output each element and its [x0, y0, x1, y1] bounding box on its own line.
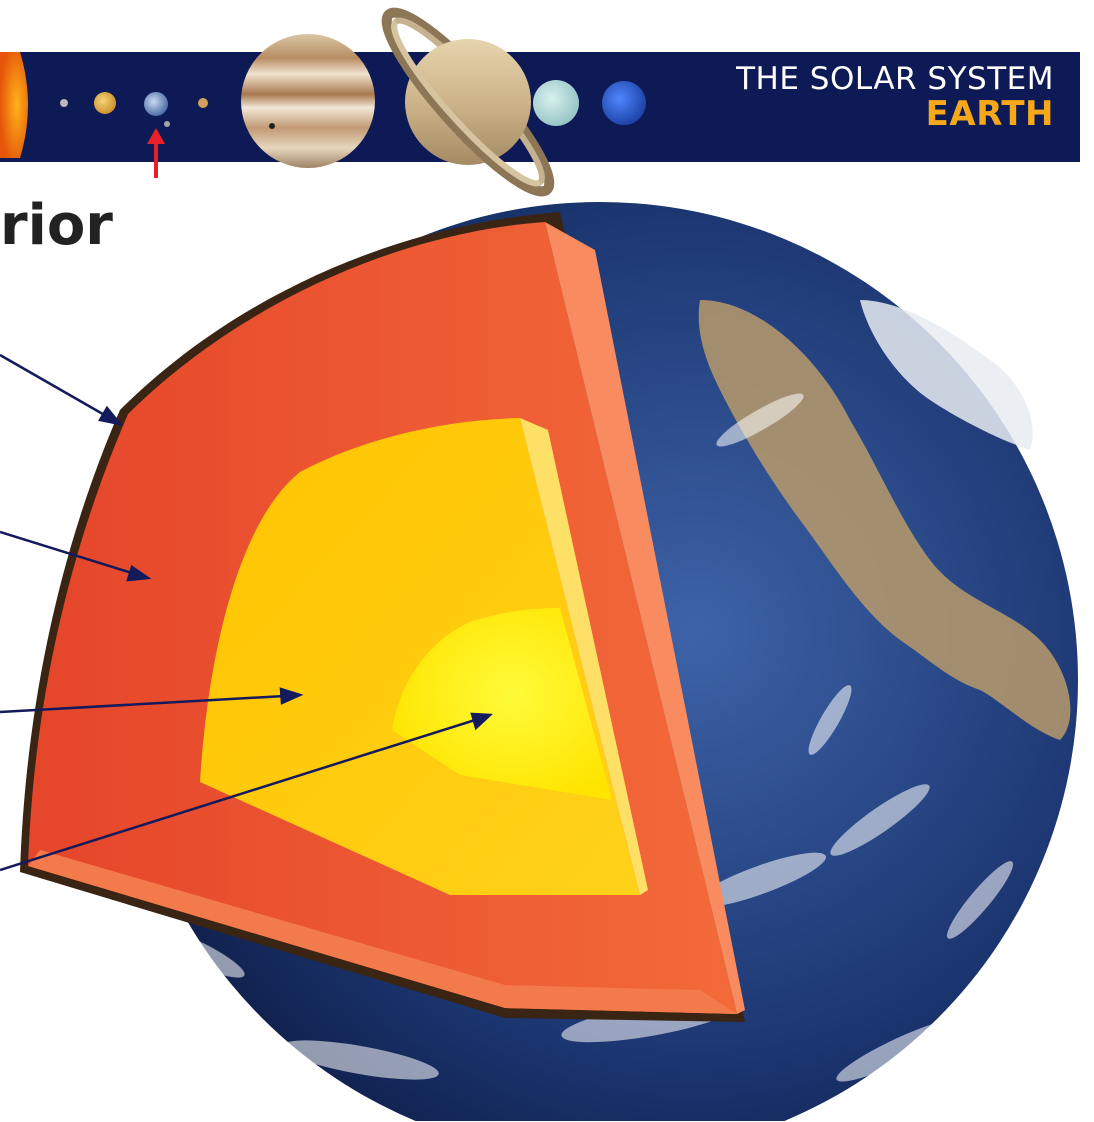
inner-core-leader-line — [0, 712, 494, 872]
label-leader-lines — [0, 353, 494, 872]
sun-icon — [0, 52, 28, 158]
venus-icon — [94, 92, 116, 114]
inner-core-layer — [392, 608, 612, 800]
earth-icon — [144, 92, 170, 127]
mercury-icon — [60, 99, 68, 107]
outer-core-leader-line — [0, 687, 304, 714]
banner-subtitle: EARTH — [925, 94, 1054, 134]
banner-title-text: THE SOLAR SYSTEM — [736, 61, 1054, 97]
saturn-icon — [381, 7, 555, 197]
crust-leader-line — [0, 353, 124, 426]
mantle-leader-line — [0, 530, 152, 582]
page-heading: rior — [0, 193, 113, 258]
uranus-icon — [533, 80, 579, 126]
mars-icon — [198, 98, 208, 108]
banner-title: THE SOLAR SYSTEM EARTH — [736, 62, 1054, 132]
solar-system-banner: THE SOLAR SYSTEM EARTH — [0, 52, 1080, 162]
cloud-swirls — [135, 393, 1014, 1082]
neptune-icon — [602, 81, 646, 125]
earth-pointer-arrow — [147, 128, 165, 178]
jupiter-icon — [241, 34, 375, 168]
